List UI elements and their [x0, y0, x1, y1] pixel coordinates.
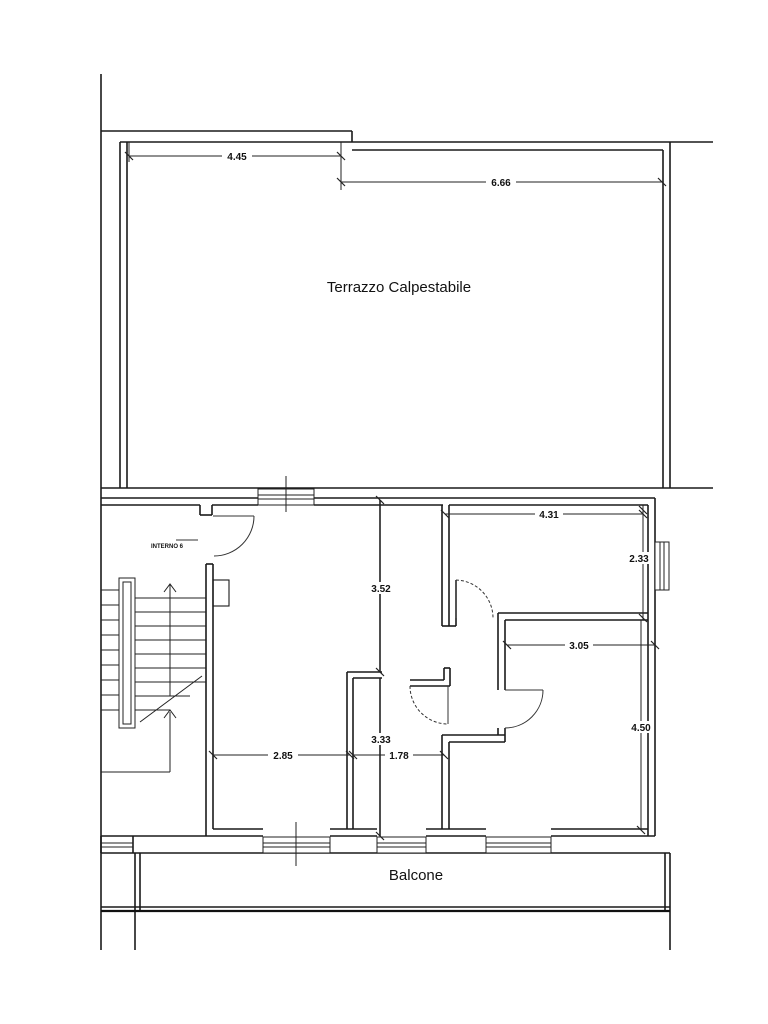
unit-label: INTERNO 6 [151, 544, 184, 550]
dimension-2-33: 2.33 [626, 505, 652, 623]
dimension-4-31: 4.31 [440, 505, 648, 620]
balcony-walls [101, 853, 671, 950]
dimension-1-78: 1.78 [348, 749, 449, 762]
dimension-4-50: 4.50 [628, 620, 654, 835]
apartment-walls [100, 497, 670, 854]
dimension-3-52: 3.52 [368, 495, 394, 677]
dim-label-3-05: 3.05 [569, 641, 589, 652]
dimension-3-33: 3.33 [368, 678, 394, 841]
door-corridor-left [409, 685, 449, 725]
entrance-door [213, 515, 255, 557]
dim-label-4-31: 4.31 [539, 510, 559, 521]
dim-label-1-78: 1.78 [389, 751, 409, 762]
dim-label-3-52: 3.52 [371, 584, 391, 595]
window-top [257, 476, 315, 512]
dim-label-4-45: 4.45 [227, 152, 247, 163]
window-right [654, 541, 670, 591]
door-upper-right-room [455, 579, 494, 619]
terrace-walls [119, 141, 671, 488]
room-label-balcony: Balcone [389, 867, 443, 884]
dimension-2-85: 2.85 [208, 749, 355, 762]
outer-boundary [100, 74, 713, 950]
dim-label-4-50: 4.50 [631, 723, 651, 734]
dim-label-6-66: 6.66 [491, 178, 511, 189]
room-label-terrace: Terrazzo Calpestabile [327, 279, 471, 296]
dimension-3-05: 3.05 [502, 639, 660, 652]
door-corridor-right [504, 689, 544, 729]
dim-label-2-33: 2.33 [629, 554, 649, 565]
dimension-6-66: 6.66 [336, 176, 667, 189]
dimension-4-45: 4.45 [124, 142, 346, 190]
window-left-lower [101, 842, 133, 848]
staircase [101, 577, 206, 773]
dim-label-2-85: 2.85 [273, 751, 293, 762]
dim-label-3-33: 3.33 [371, 735, 391, 746]
window-bottom-3 [485, 836, 552, 854]
window-bottom-2 [376, 836, 427, 854]
window-bottom-1 [262, 822, 331, 866]
